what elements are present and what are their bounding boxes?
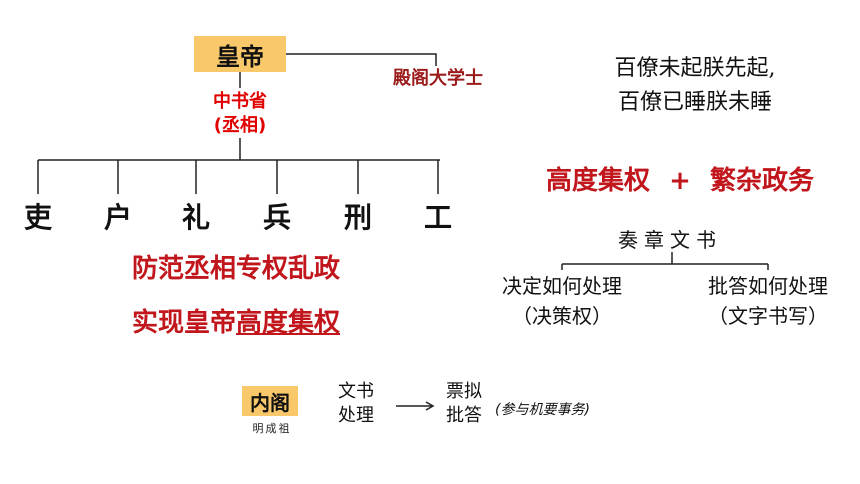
ministry-works: 工 (423, 201, 452, 234)
slogan-centralize: 实现皇帝高度集权 (132, 302, 340, 339)
memorials-title: 奏章文书 (618, 228, 722, 252)
neige-note: (参与机要事务) (495, 402, 590, 418)
slogan-centralize-emphasis: 高度集权 (236, 308, 341, 338)
summary-right: 繁杂政务 (709, 166, 814, 196)
neige-input-line-2: 处理 (338, 405, 374, 426)
arrow-icon (396, 401, 435, 411)
summary-line: 高度集权 + 繁杂政务 (546, 160, 814, 197)
ministry-war: 兵 (262, 201, 291, 234)
summary-left: 高度集权 (546, 166, 651, 196)
chancellor-label: (丞相) (213, 115, 267, 136)
memorials-left-sub: （决策权） (512, 304, 612, 328)
neige-label: 内阁 (250, 390, 290, 415)
founder-label: 明成祖 (252, 422, 292, 435)
ministry-rites: 礼 (181, 201, 210, 234)
memorials-right-branch: 批答如何处理 (708, 274, 828, 298)
zhongshu-label: 中书省 (213, 91, 267, 112)
zhongshu-node: 中书省 (丞相) (200, 90, 280, 138)
memorials-right-sub: （文字书写） (708, 304, 828, 328)
grand-secretary-label: 殿阁大学士 (393, 68, 483, 89)
quote-line-1: 百僚未起朕先起, (614, 56, 776, 81)
neige-output-line-2: 批答 (446, 405, 482, 426)
neige-output-line-1: 票拟 (446, 381, 482, 402)
quote-line-2: 百僚已睡朕未睡 (617, 90, 772, 115)
slogan-prevent: 防范丞相专权乱政 (132, 254, 341, 284)
neige-input: 文书 处理 (338, 380, 374, 428)
neige-box: 内阁 (242, 386, 298, 416)
emperor-box: 皇帝 (194, 36, 286, 72)
summary-plus: + (669, 166, 691, 196)
ministry-personnel: 吏 (23, 201, 52, 234)
memorials-left-branch: 决定如何处理 (502, 274, 622, 298)
emperor-label: 皇帝 (216, 42, 264, 71)
emperor-to-grand-secretary-line (286, 53, 437, 66)
neige-input-line-1: 文书 (338, 381, 374, 402)
ministry-justice: 刑 (343, 201, 372, 234)
neige-output: 票拟 批答 (446, 380, 482, 428)
ministry-revenue: 户 (103, 201, 132, 234)
slogan-centralize-prefix: 实现皇帝 (132, 308, 237, 338)
